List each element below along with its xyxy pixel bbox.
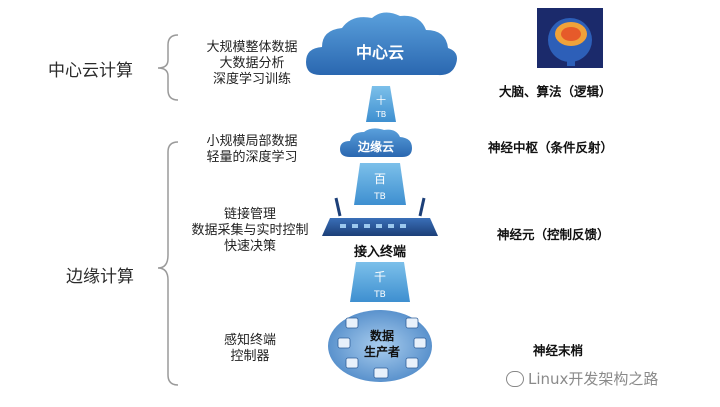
gauge-icon [405, 357, 419, 369]
watermark-text: Linux开发架构之路 [528, 370, 659, 388]
terminal-description: 链接管理 数据采集与实时控制 快速决策 [180, 207, 320, 255]
sensor-line-2: 控制器 [230, 349, 270, 364]
brain-label: 大脑、算法（逻辑） [499, 84, 612, 99]
info-icon [413, 337, 427, 349]
smoke-detector-icon [373, 367, 389, 379]
camera-icon [345, 317, 359, 329]
bandwidth-3-value: 千 [374, 270, 386, 284]
brace-lines [157, 34, 179, 386]
cctv-icon [345, 357, 359, 369]
edge-cloud-icon [340, 128, 412, 157]
edge-line-2: 轻量的深度学习 [206, 150, 298, 165]
bandwidth-2-unit: TB [373, 192, 386, 202]
edge-cloud-label: 边缘云 [357, 139, 394, 154]
wechat-icon [506, 370, 524, 387]
bandwidth-2-shape [354, 163, 406, 205]
sensor-icons [337, 317, 427, 379]
bandwidth-2-value: 百 [374, 172, 386, 186]
terminal-line-2: 数据采集与实时控制 [191, 223, 309, 238]
cloud-line-1: 大规模整体数据 [206, 40, 298, 55]
edge-line-1: 小规模局部数据 [206, 134, 298, 149]
sensor-description: 感知终端 控制器 [200, 333, 300, 365]
bandwidth-3-shape [350, 262, 410, 302]
bandwidth-1-unit: TB [375, 110, 386, 119]
nerve-end-label: 神经末梢 [533, 343, 584, 358]
bandwidth-3-unit: TB [373, 290, 386, 300]
sensor-line-1: 感知终端 [223, 333, 276, 348]
producer-label-2: 生产者 [364, 344, 400, 359]
watermark: Linux开发架构之路 [506, 368, 658, 389]
central-cloud-label: 中心云 [356, 43, 404, 62]
cloud-compute-label: 中心云计算 [48, 61, 133, 81]
neuron-label: 神经元（控制反馈） [497, 227, 610, 242]
nerve-center-label: 神经中枢（条件反射） [488, 140, 614, 155]
edge-brace [157, 141, 179, 386]
brain-icon [537, 8, 603, 68]
cloud-line-3: 深度学习训练 [212, 72, 291, 87]
router-icon [322, 197, 438, 236]
center-diagram: 中心云 十 TB 边缘云 百 TB 接入终端 千 TB 数据 生产者 [306, 12, 457, 382]
bandwidth-1-value: 十 [376, 94, 386, 107]
edge-description: 小规模局部数据 轻量的深度学习 [193, 134, 311, 166]
edge-compute-label: 边缘计算 [66, 267, 134, 287]
cloud-line-2: 大数据分析 [219, 56, 285, 71]
terminal-line-3: 快速决策 [223, 239, 276, 254]
terminal-line-1: 链接管理 [223, 207, 276, 222]
thermostat-icon [337, 337, 351, 349]
bandwidth-1-shape [366, 86, 396, 122]
terminal-label: 接入终端 [354, 244, 406, 260]
producer-label-1: 数据 [370, 328, 394, 343]
cloud-brace [157, 34, 179, 101]
central-cloud-icon [306, 12, 457, 76]
meter-icon [405, 317, 419, 329]
cloud-description: 大规模整体数据 大数据分析 深度学习训练 [193, 40, 311, 88]
